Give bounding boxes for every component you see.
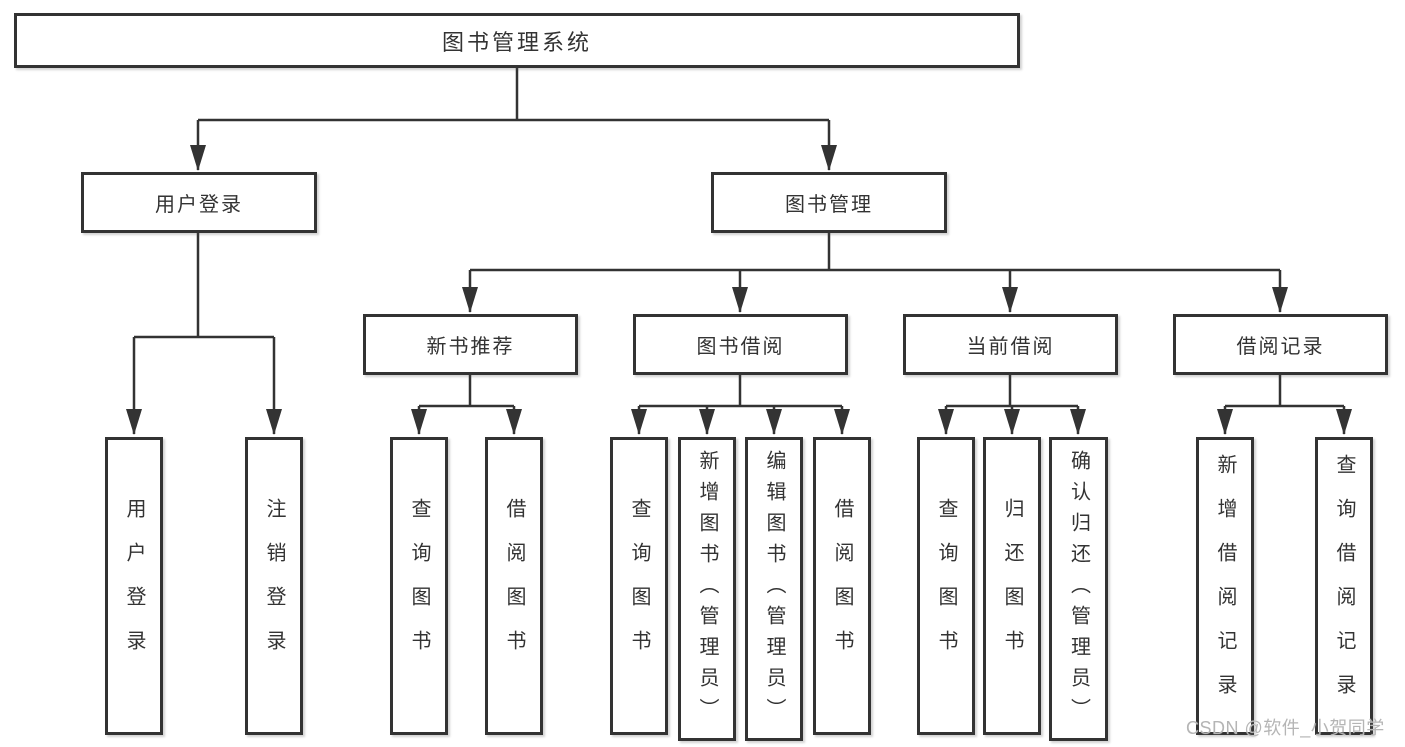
node-label: 当前借阅 [966, 336, 1055, 358]
node-label: 图书管理 [785, 194, 873, 216]
leaf-recommend-query-books: 查询图书 [390, 437, 448, 735]
leaf-records-query-record: 查询借阅记录 [1315, 437, 1373, 735]
watermark: CSDN @软件_小贺同学 [1186, 718, 1385, 738]
node-book-borrow: 图书借阅 [633, 314, 848, 375]
leaf-label: 新增借阅记录 [1214, 454, 1236, 718]
node-label: 新书推荐 [426, 336, 515, 358]
leaf-label: 查询借阅记录 [1333, 454, 1355, 718]
leaf-logout: 注销登录 [245, 437, 303, 735]
leaf-label: 新增图书（管理员） [696, 449, 718, 729]
connector-trunk-lines [134, 68, 1344, 408]
node-borrow-records: 借阅记录 [1173, 314, 1388, 375]
node-user-login: 用户登录 [81, 172, 317, 233]
leaf-records-add-record: 新增借阅记录 [1196, 437, 1254, 735]
node-label: 图书借阅 [696, 336, 785, 358]
leaf-label: 编辑图书（管理员） [763, 449, 785, 729]
leaf-user-login: 用户登录 [105, 437, 163, 735]
leaf-label: 查询图书 [935, 498, 957, 674]
leaf-label: 注销登录 [263, 498, 285, 674]
leaf-borrow-edit-books-admin: 编辑图书（管理员） [745, 437, 803, 741]
leaf-label: 用户登录 [123, 498, 145, 674]
leaf-borrow-query-books: 查询图书 [610, 437, 668, 735]
leaf-label: 确认归还（管理员） [1067, 449, 1090, 729]
node-book-management: 图书管理 [711, 172, 947, 233]
node-label: 图书管理系统 [441, 29, 592, 55]
leaf-label: 查询图书 [628, 498, 650, 674]
leaf-recommend-borrow-books: 借阅图书 [485, 437, 543, 735]
leaf-borrow-add-books-admin: 新增图书（管理员） [678, 437, 736, 741]
node-label: 借阅记录 [1236, 336, 1325, 358]
leaf-current-confirm-return-admin: 确认归还（管理员） [1049, 437, 1108, 741]
leaf-current-query-books: 查询图书 [917, 437, 975, 735]
node-new-book-recommend: 新书推荐 [363, 314, 578, 375]
node-current-borrow: 当前借阅 [903, 314, 1118, 375]
leaf-label: 借阅图书 [503, 498, 525, 674]
node-label: 用户登录 [155, 194, 243, 216]
leaf-label: 查询图书 [408, 498, 430, 674]
node-library-management-system: 图书管理系统 [14, 13, 1020, 68]
leaf-label: 借阅图书 [831, 498, 853, 674]
leaf-borrow-lend-books: 借阅图书 [813, 437, 871, 735]
leaf-current-return-books: 归还图书 [983, 437, 1041, 735]
leaf-label: 归还图书 [1001, 498, 1023, 674]
